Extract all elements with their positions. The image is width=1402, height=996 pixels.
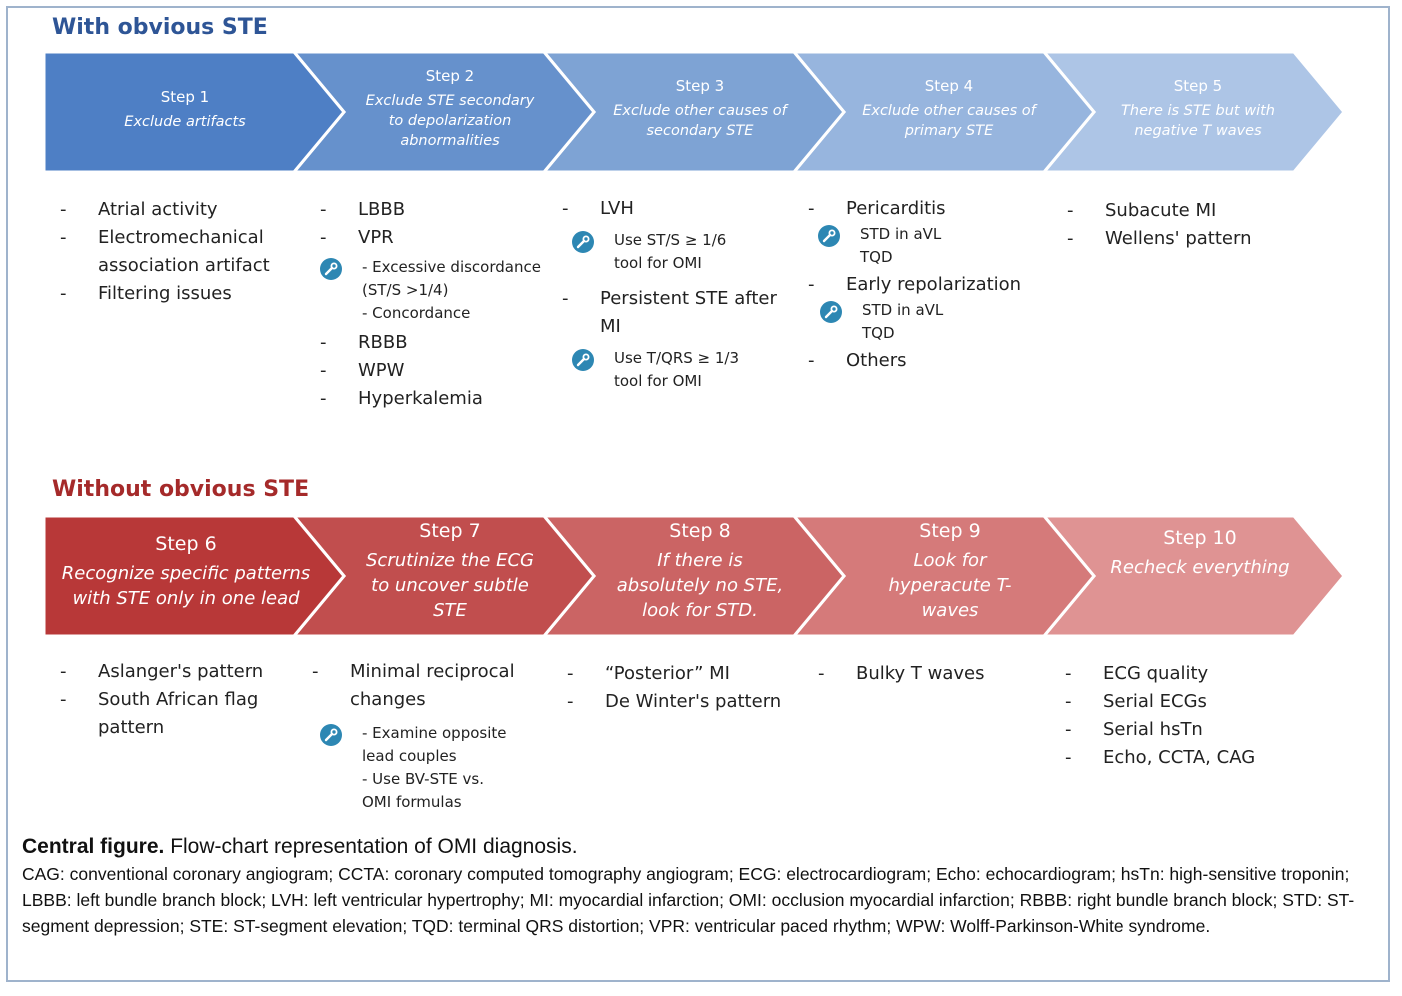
list-item: LVH xyxy=(562,195,797,223)
step-6-details: Aslanger's pattern South African flag pa… xyxy=(60,658,300,742)
wrench-icon xyxy=(572,349,594,371)
step-7-label: Step 7 Scrutinize the ECG to uncover sub… xyxy=(366,520,534,621)
tool-note: STD in aVL TQD xyxy=(818,223,1058,269)
section-title-without-ste: Without obvious STE xyxy=(52,477,310,502)
wrench-icon xyxy=(320,724,342,746)
step-8-details: “Posterior” MI De Winter's pattern xyxy=(567,660,797,716)
tool-note: - Excessive discordance (ST/S >1/4) - Co… xyxy=(320,256,560,325)
step-6-chevron xyxy=(42,514,346,638)
wrench-icon xyxy=(572,231,594,253)
step-4-details: Pericarditis STD in aVL TQD Early repola… xyxy=(808,195,1058,375)
list-item: De Winter's pattern xyxy=(567,688,797,716)
step-10-label: Step 10 Recheck everything xyxy=(1110,527,1290,578)
step-7-details: Minimal reciprocal changes - Examine opp… xyxy=(312,658,552,814)
list-item: Electromechanical association artifact xyxy=(60,224,300,280)
step-9-details: Bulky T waves xyxy=(818,660,1048,688)
caption-abbreviations: CAG: conventional coronary angiogram; CC… xyxy=(22,864,1355,936)
step-3-details: LVH Use ST/S ≥ 1/6 tool for OMI Persiste… xyxy=(562,195,797,397)
tool-note: Use T/QRS ≥ 1/3 tool for OMI xyxy=(572,347,797,393)
list-item: Wellens' pattern xyxy=(1067,225,1337,253)
list-item: Filtering issues xyxy=(60,280,300,308)
list-item: VPR xyxy=(320,224,560,252)
list-item: Minimal reciprocal changes xyxy=(312,658,552,714)
tool-note: STD in aVL TQD xyxy=(820,299,1058,345)
list-item: Others xyxy=(808,347,1058,375)
step-1-label: Step 1 Exclude artifacts xyxy=(124,88,246,130)
list-item: “Posterior” MI xyxy=(567,660,797,688)
section-title-with-ste: With obvious STE xyxy=(52,15,268,40)
list-item: Pericarditis xyxy=(808,195,1058,223)
wrench-icon xyxy=(320,258,342,280)
step-1-details: Atrial activity Electromechanical associ… xyxy=(60,196,300,308)
wrench-icon xyxy=(820,301,842,323)
step-1-chevron xyxy=(42,50,346,174)
wrench-icon xyxy=(818,225,840,247)
tool-note: Use ST/S ≥ 1/6 tool for OMI xyxy=(572,229,797,275)
step-6-label: Step 6 Recognize specific patterns with … xyxy=(61,533,311,609)
figure-caption: Central figure. Flow-chart representatio… xyxy=(22,833,1382,939)
step-3-label: Step 3 Exclude other causes of secondary… xyxy=(613,77,787,139)
list-item: LBBB xyxy=(320,196,560,224)
figure-frame xyxy=(6,6,1390,982)
list-item: South African flag pattern xyxy=(60,686,300,742)
list-item: Early repolarization xyxy=(808,271,1058,299)
list-item: Aslanger's pattern xyxy=(60,658,300,686)
list-item: Atrial activity xyxy=(60,196,300,224)
step-5-label: Step 5 There is STE but with negative T … xyxy=(1121,77,1275,139)
step-8-label: Step 8 If there is absolutely no STE, lo… xyxy=(616,520,784,621)
list-item: RBBB xyxy=(320,329,560,357)
list-item: Echo, CCTA, CAG xyxy=(1065,744,1325,772)
step-9-label: Step 9 Look for hyperacute T- waves xyxy=(888,520,1012,621)
step-4-label: Step 4 Exclude other causes of primary S… xyxy=(862,77,1036,139)
caption-title: Central figure. Flow-chart representatio… xyxy=(22,835,578,858)
list-item: WPW xyxy=(320,357,560,385)
list-item: Subacute MI xyxy=(1067,197,1337,225)
list-item: Serial ECGs xyxy=(1065,688,1325,716)
list-item: Serial hsTn xyxy=(1065,716,1325,744)
list-item: Persistent STE after MI xyxy=(562,285,797,341)
list-item: ECG quality xyxy=(1065,660,1325,688)
step-5-details: Subacute MI Wellens' pattern xyxy=(1067,197,1337,253)
tool-note: - Examine opposite lead couples - Use BV… xyxy=(320,722,552,814)
list-item: Hyperkalemia xyxy=(320,385,560,413)
step-10-details: ECG quality Serial ECGs Serial hsTn Echo… xyxy=(1065,660,1325,772)
step-2-details: LBBB VPR - Excessive discordance (ST/S >… xyxy=(320,196,560,413)
step-2-label: Step 2 Exclude STE secondary to depolari… xyxy=(365,67,535,149)
list-item: Bulky T waves xyxy=(818,660,1048,688)
